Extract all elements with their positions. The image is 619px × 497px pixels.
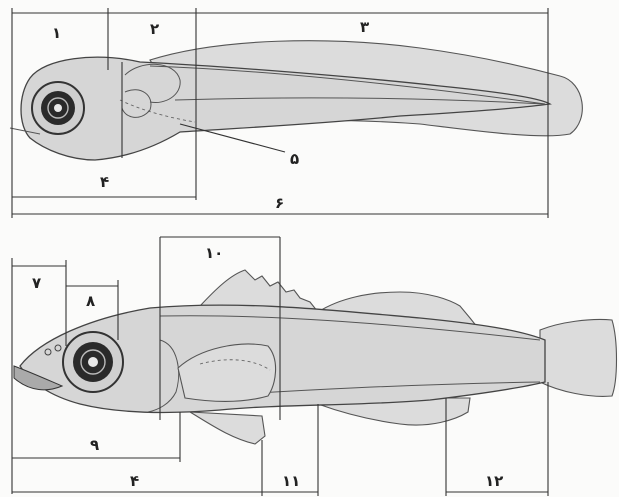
label-1: ۱ (52, 24, 61, 42)
adult-eye-highlight (88, 357, 98, 367)
label-4-bottom: ۴ (130, 472, 139, 490)
label-12: ۱۲ (485, 472, 503, 490)
label-9: ۹ (90, 436, 99, 454)
label-11: ۱۱ (282, 472, 300, 490)
larva-illustration (10, 41, 582, 160)
label-7: ۷ (32, 274, 41, 292)
adult-pelvic-fin (190, 412, 265, 444)
label-10: ۱۰ (205, 244, 223, 262)
adult-caudal-fin (540, 319, 617, 396)
label-3: ۳ (360, 18, 369, 36)
label-2: ۲ (150, 20, 159, 38)
label-4-top: ۴ (100, 173, 109, 191)
adult-fish-illustration (14, 270, 617, 444)
label-5: ۵ (290, 150, 299, 168)
larva-eye-highlight (54, 104, 62, 112)
label-6: ۶ (275, 194, 284, 212)
label-8: ۸ (86, 292, 95, 310)
